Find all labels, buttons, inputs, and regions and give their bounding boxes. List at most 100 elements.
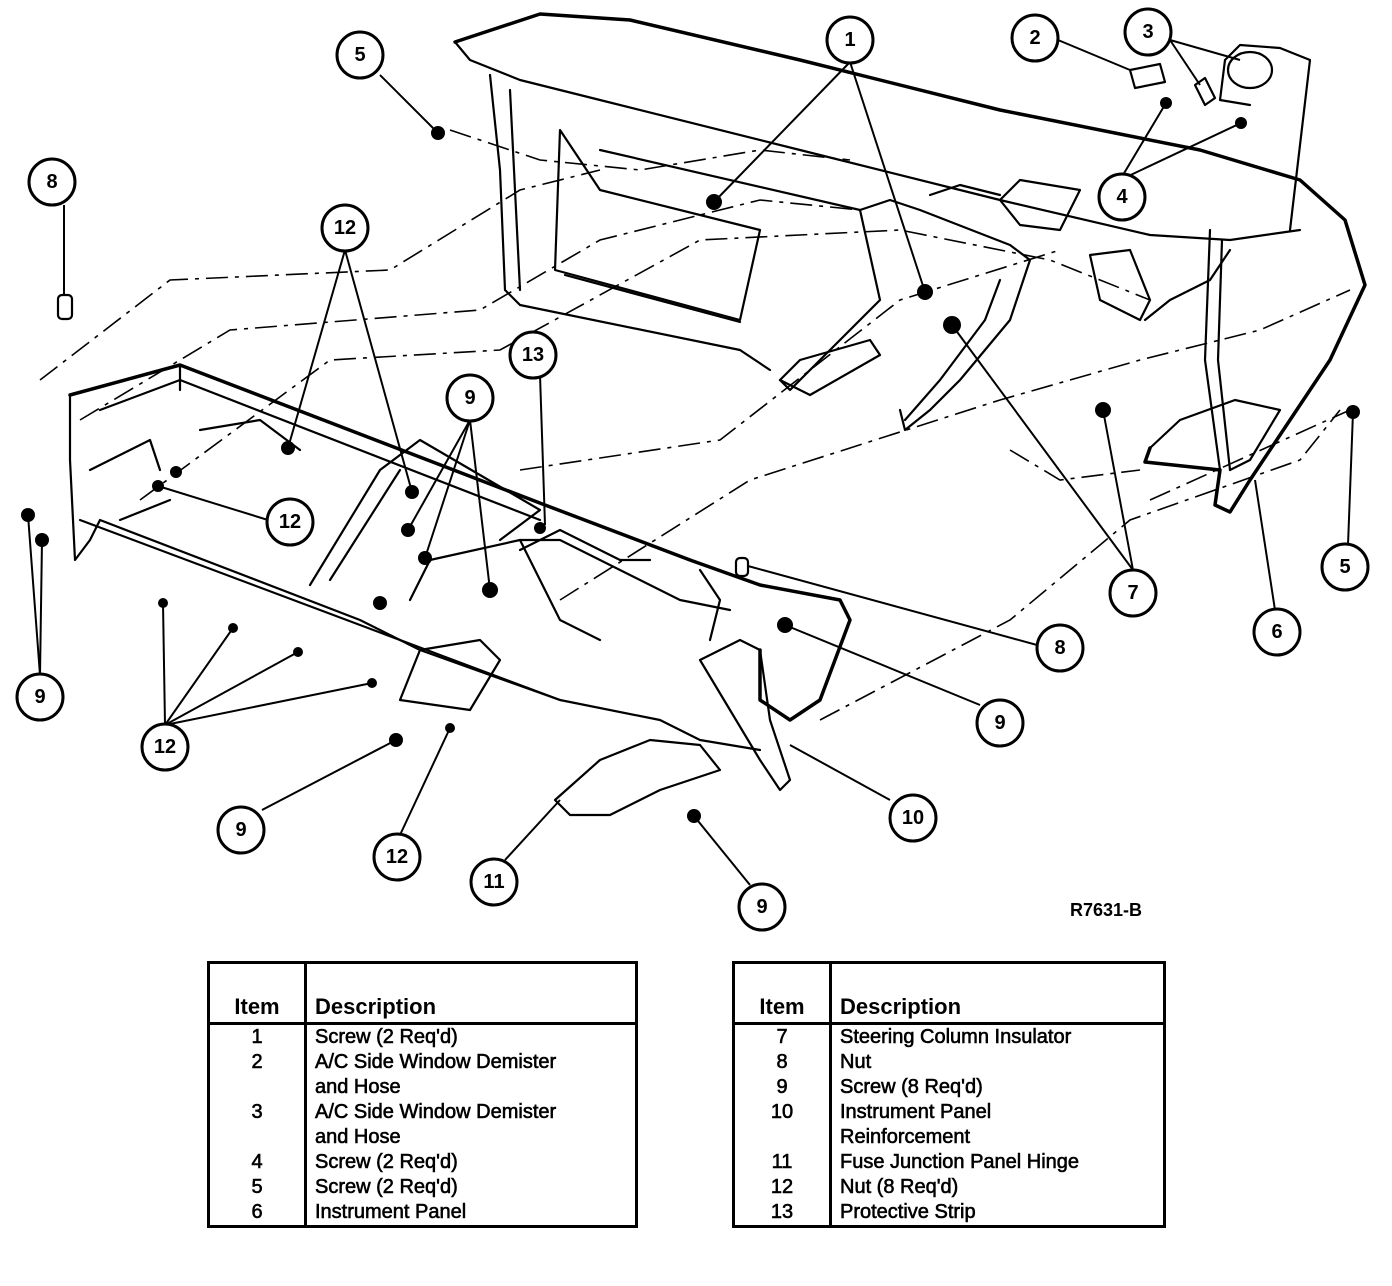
description-line: Fuse Junction Panel Hinge [840,1151,1080,1174]
legend-item-description: Screw (2 Req'd) [306,1150,637,1175]
callout-item-6: 6 [1252,607,1302,657]
description-line: Protective Strip [840,1201,976,1224]
callout-label: 9 [756,896,767,918]
description-line: Screw (2 Req'd) [315,1176,458,1199]
callout-label: 12 [334,217,356,239]
callout-item-9: 9 [216,805,266,855]
legend-item-description: Screw (2 Req'd) [306,1024,637,1051]
callout-label: 11 [483,871,504,893]
callout-item-9: 9 [15,672,65,722]
legend-item-number: 12 [733,1175,832,1200]
legend-item-description: Instrument Panel [306,1200,637,1227]
callout-item-1: 1 [825,15,875,65]
description-line: A/C Side Window Demister [315,1051,557,1074]
legend-row: 1 Screw (2 Req'd) [208,1023,637,1051]
legend-item-number: 7 [733,1023,832,1050]
legend-item-description: Nut (8 Req'd) [831,1175,1165,1200]
legend-item-number: 10 [733,1100,832,1150]
legend-item-number: 8 [733,1050,832,1075]
callout-item-8: 8 [27,157,77,207]
legend-item-number: 3 [208,1100,307,1150]
callout-item-8: 8 [1035,623,1085,673]
callout-label: 3 [1142,21,1153,43]
callout-item-4: 4 [1097,172,1147,222]
exploded-view-diagram: 1 2 3 4 5 8 12 13 9 12 7 5 6 8 9 9 12 9 … [15,7,1370,932]
callout-item-9: 9 [975,698,1025,748]
callout-label: 9 [235,819,246,841]
callout-item-11: 11 [469,857,519,907]
description-line: Reinforcement [840,1126,971,1149]
legend-row: 12 Nut (8 Req'd) [733,1175,1165,1200]
legend-row: 9 Screw (8 Req'd) [733,1075,1165,1100]
legend-item-description: Screw (2 Req'd) [306,1175,637,1200]
callout-item-12: 12 [372,832,422,882]
callout-label: 12 [154,736,176,758]
callout-label: 1 [844,29,855,51]
legend-item-description: Fuse Junction Panel Hinge [831,1150,1165,1175]
callout-item-12: 12 [140,722,190,772]
callout-item-5: 5 [1320,542,1370,592]
callout-label: 8 [46,171,57,193]
callout-label: 2 [1029,27,1040,49]
legend-item-number: 13 [733,1200,832,1227]
reinforcement-drawing [68,363,852,817]
callout-label: 8 [1054,637,1065,659]
callout-label: 9 [994,712,1005,734]
callout-label: 4 [1116,186,1128,208]
description-line: Screw (2 Req'd) [315,1026,458,1049]
callout-label: 7 [1127,582,1138,604]
callout-label: 6 [1271,621,1282,643]
instrument-panel-drawing [453,12,1367,514]
description-line: Screw (8 Req'd) [840,1076,983,1099]
callout-item-7: 7 [1108,568,1158,618]
callout-item-5: 5 [335,30,385,80]
callout-item-12: 12 [320,203,370,253]
callout-item-9: 9 [445,373,495,423]
legend-header-description: Description [305,962,637,1025]
callout-label: 13 [522,344,544,366]
description-line: and Hose [315,1076,401,1099]
legend-item-description: Screw (8 Req'd) [831,1075,1165,1100]
legend-item-description: Nut [831,1050,1165,1075]
legend-item-number: 11 [733,1150,832,1175]
legend-item-number: 9 [733,1075,832,1100]
callout-item-13: 13 [508,330,558,380]
legend-row: 8 Nut [733,1050,1165,1075]
callout-label: 12 [386,846,408,868]
callout-item-9: 9 [737,882,787,932]
leader-lines [27,39,1354,886]
callout-label: 5 [354,44,365,66]
description-line: Instrument Panel [315,1201,467,1224]
legend-item-number: 1 [208,1023,307,1050]
legend-header-item: Item [208,962,307,1025]
legend-header-item: Item [733,962,832,1025]
legend-row: 6 Instrument Panel [208,1200,637,1227]
legend-item-number: 2 [208,1050,307,1100]
description-line: Instrument Panel [840,1101,992,1124]
callout-label: 9 [34,686,45,708]
legend-row: 11 Fuse Junction Panel Hinge [733,1150,1165,1175]
description-line: Screw (2 Req'd) [315,1151,458,1174]
callout-item-10: 10 [888,793,938,843]
description-line: Nut [840,1051,872,1074]
legend-item-number: 5 [208,1175,307,1200]
callout-item-12: 12 [265,497,315,547]
description-line: and Hose [315,1126,401,1149]
legend-item-description: Steering Column Insulator [831,1024,1165,1051]
legend-item-number: 6 [208,1200,307,1227]
description-line: Nut (8 Req'd) [840,1176,959,1199]
callout-label: 10 [902,807,924,829]
callout-label: 5 [1339,556,1350,578]
